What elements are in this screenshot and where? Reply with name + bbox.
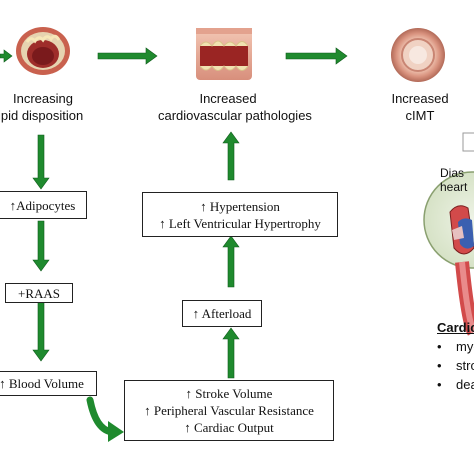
caption-lipid-line1: Increasing <box>13 91 73 106</box>
caption-cimt-line1: Increased <box>391 91 449 106</box>
box-raas: +RAAS <box>5 283 73 303</box>
artery-pathology-illustration <box>196 28 252 80</box>
box-hypertension-label: ↑ Hypertension <box>200 198 280 214</box>
cimt-illustration <box>391 28 445 82</box>
box-blood-volume: ↑ Blood Volume <box>0 371 97 396</box>
box-adipocytes-label: ↑Adipocytes <box>9 197 76 213</box>
top-arrows <box>0 47 348 65</box>
cardio-bullet-2: • stro <box>437 356 474 375</box>
caption-cimt-line2: cIMT <box>405 108 435 123</box>
box-lvh-label: ↑ Left Ventricular Hypertrophy <box>159 215 321 231</box>
cardio-bullet-1-text: myo <box>456 339 474 354</box>
box-stroke-pvr-output: ↑ Stroke Volume ↑ Peripheral Vascular Re… <box>124 380 334 441</box>
caption-patho-line2: cardiovascular pathologies <box>158 108 312 123</box>
vertical-arrows <box>32 131 240 379</box>
inset-text-line2: heart <box>440 180 468 194</box>
cardio-panel: Cardic • myo • stro • dea <box>437 318 474 394</box>
caption-lipid-line2: Lipid disposition <box>0 108 84 123</box>
caption-lipid-disposition: Increasing Lipid disposition <box>0 90 86 124</box>
caption-cardiovascular-pathologies: Increased cardiovascular pathologies <box>158 90 312 124</box>
caption-cimt: Increased cIMT <box>384 90 456 124</box>
cardio-bullet-2-text: stro <box>456 358 474 373</box>
cardio-bullet-3: • dea <box>437 375 474 394</box>
inset-circle-text: Dias heart <box>440 166 467 194</box>
cardio-bullet-1: • myo <box>437 337 474 356</box>
artery-lipid-illustration <box>16 27 70 75</box>
box-adipocytes: ↑Adipocytes <box>0 191 87 219</box>
box-hypertension-lvh: ↑ Hypertension ↑ Left Ventricular Hypert… <box>142 192 338 237</box>
box-afterload: ↑ Afterload <box>182 300 262 327</box>
box-stroke-volume-label: ↑ Stroke Volume <box>185 386 273 401</box>
heart-inset-illustration <box>423 132 474 336</box>
box-cardiac-output-label: ↑ Cardiac Output <box>184 420 274 435</box>
cardio-panel-heading: Cardic <box>437 320 474 335</box>
cardio-bullet-3-text: dea <box>456 377 474 392</box>
box-afterload-label: ↑ Afterload <box>192 306 252 321</box>
curved-arrow <box>86 396 124 442</box>
inset-text-line1: Dias <box>440 166 465 180</box>
box-raas-label: +RAAS <box>17 285 60 301</box>
box-blood-volume-label: ↑ Blood Volume <box>0 376 84 391</box>
caption-patho-line1: Increased <box>199 91 257 106</box>
box-pvr-label: ↑ Peripheral Vascular Resistance <box>144 403 314 418</box>
